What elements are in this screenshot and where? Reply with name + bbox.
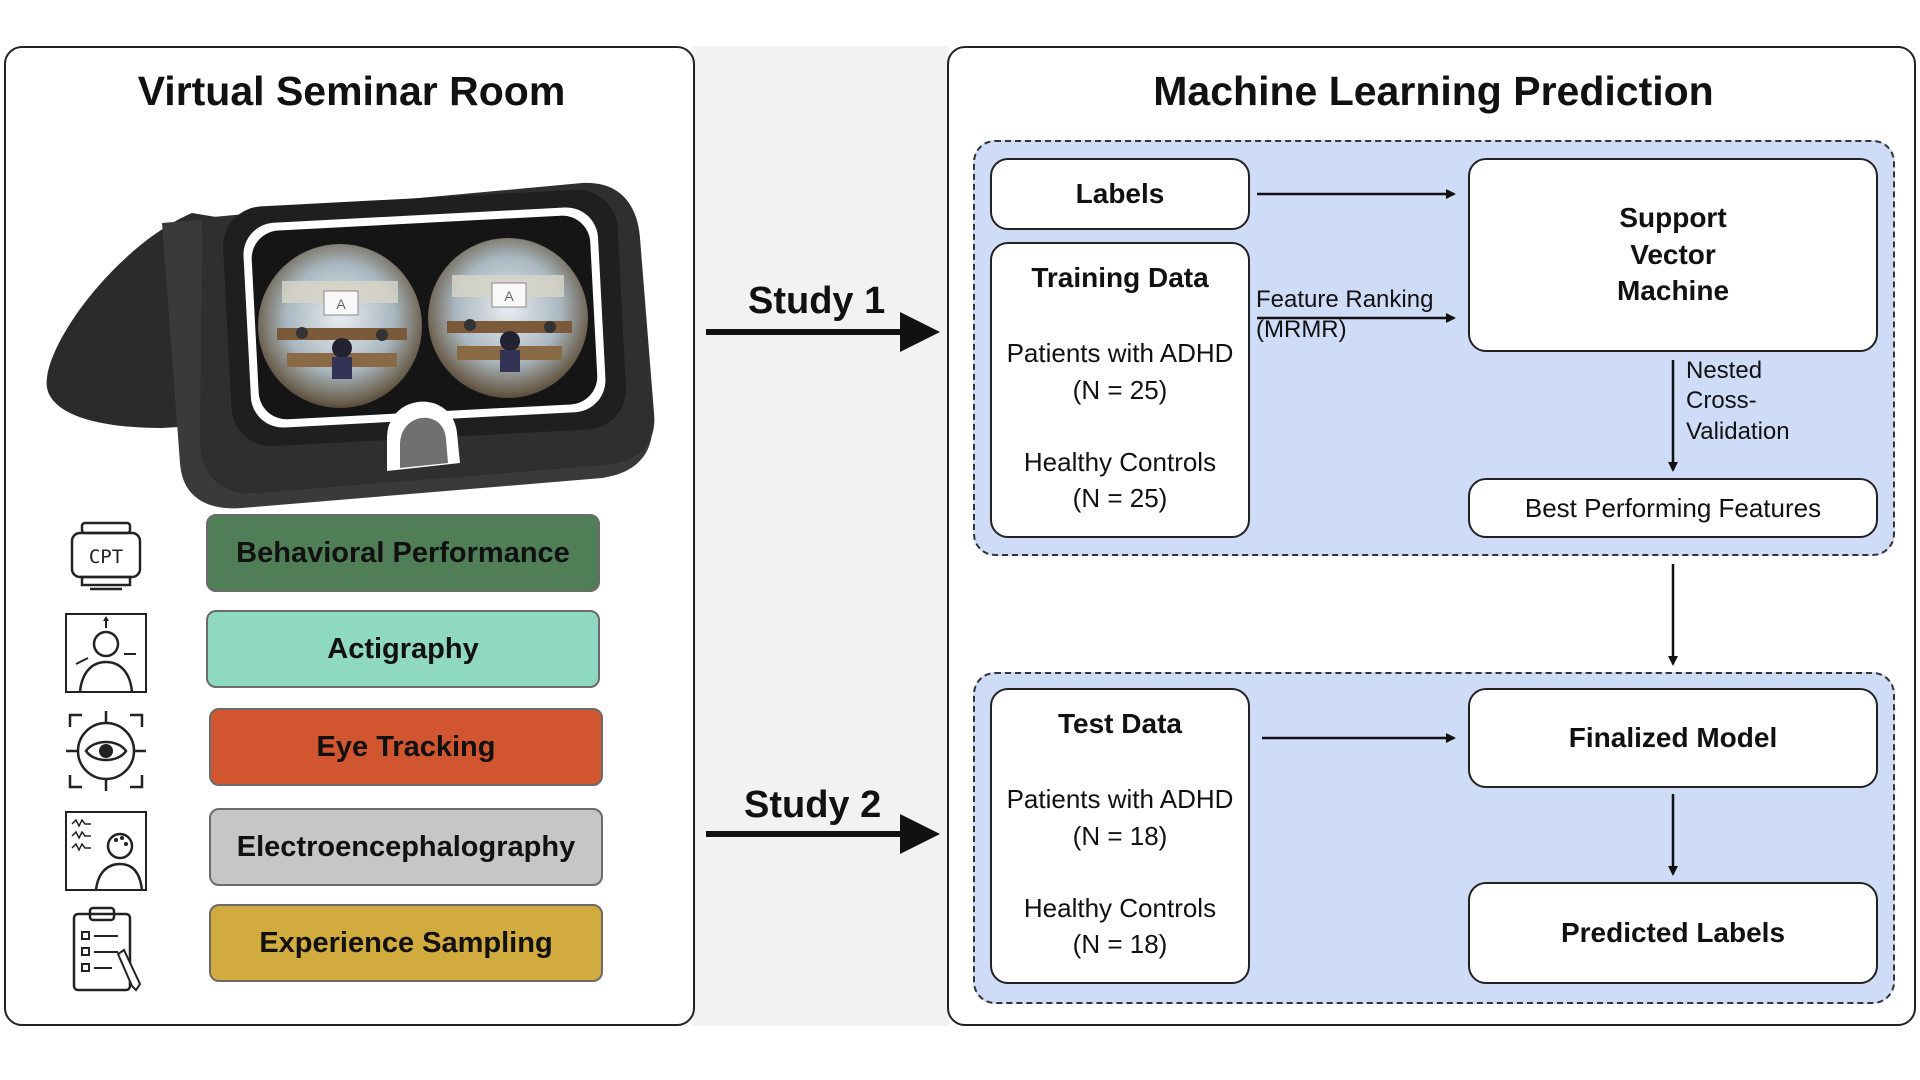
left-lens-screen-letter: A: [336, 296, 346, 312]
actigraphy-person-icon: [61, 610, 151, 696]
vr-headset-illustration: A A: [46, 182, 655, 509]
test-n2: (N = 18): [1072, 929, 1168, 960]
feature-ranking-label: Feature Ranking (MRMR): [1256, 285, 1433, 345]
predicted-labels-box: Predicted Labels: [1468, 882, 1878, 984]
cpt-icon: CPT: [61, 514, 151, 600]
right-lens-screen-letter: A: [504, 288, 514, 304]
training-data-title: Training Data: [1031, 262, 1209, 293]
test-group2: Healthy Controls: [1023, 892, 1217, 923]
right-panel-title: Machine Learning Prediction: [1153, 68, 1714, 114]
nested-cv-label: Nested Cross- Validation: [1686, 356, 1790, 447]
modality-actigraphy: Actigraphy: [206, 610, 600, 688]
training-data-box: Training Data Patients with ADHD (N = 25…: [990, 242, 1250, 538]
test-data-box: Test Data Patients with ADHD (N = 18) He…: [990, 688, 1250, 984]
eye-tracking-icon: [61, 708, 151, 794]
test-n1: (N = 18): [1072, 820, 1168, 851]
training-group1: Patients with ADHD: [1006, 338, 1234, 369]
mrmr-text: (MRMR): [1256, 316, 1347, 343]
test-data-title: Test Data: [1058, 708, 1182, 739]
nested-cv-line-1: Nested: [1686, 357, 1763, 384]
svm-box: Support Vector Machine: [1468, 158, 1878, 352]
eeg-head-icon: [61, 808, 151, 894]
nested-cv-line-3: Validation: [1686, 417, 1790, 445]
labels-box: Labels: [990, 158, 1250, 230]
feature-ranking-text: Feature Ranking: [1256, 286, 1434, 313]
modality-electroencephalography: Electroencephalography: [209, 808, 603, 886]
left-lens: A: [258, 244, 422, 408]
study-2-label: Study 2: [744, 784, 882, 826]
study2-arrow: [706, 814, 940, 854]
study1-arrow: [706, 312, 940, 352]
modality-eye-tracking: Eye Tracking: [209, 708, 603, 786]
svm-line-3: Machine: [1616, 275, 1730, 307]
modality-behavioral-performance: Behavioral Performance: [206, 514, 600, 592]
best-features-box: Best Performing Features: [1468, 478, 1878, 538]
left-panel-title: Virtual Seminar Room: [137, 68, 566, 114]
svm-line-2: Vector: [1630, 238, 1716, 270]
finalized-model-box: Finalized Model: [1468, 688, 1878, 788]
study-1-label: Study 1: [748, 280, 886, 322]
center-gap: [693, 46, 949, 1026]
training-n2: (N = 25): [1072, 483, 1168, 514]
training-n1: (N = 25): [1072, 374, 1168, 405]
test-group1: Patients with ADHD: [1006, 784, 1234, 815]
clipboard-icon: [61, 904, 151, 994]
nested-cv-line-2: Cross-: [1686, 387, 1757, 415]
cpt-icon-text: CPT: [89, 546, 123, 568]
svm-line-1: Support: [1619, 202, 1727, 234]
virtual-seminar-room-panel: Virtual Seminar Room A: [4, 46, 695, 1026]
right-lens: A: [428, 238, 588, 398]
modality-experience-sampling: Experience Sampling: [209, 904, 603, 982]
training-group2: Healthy Controls: [1023, 446, 1217, 477]
